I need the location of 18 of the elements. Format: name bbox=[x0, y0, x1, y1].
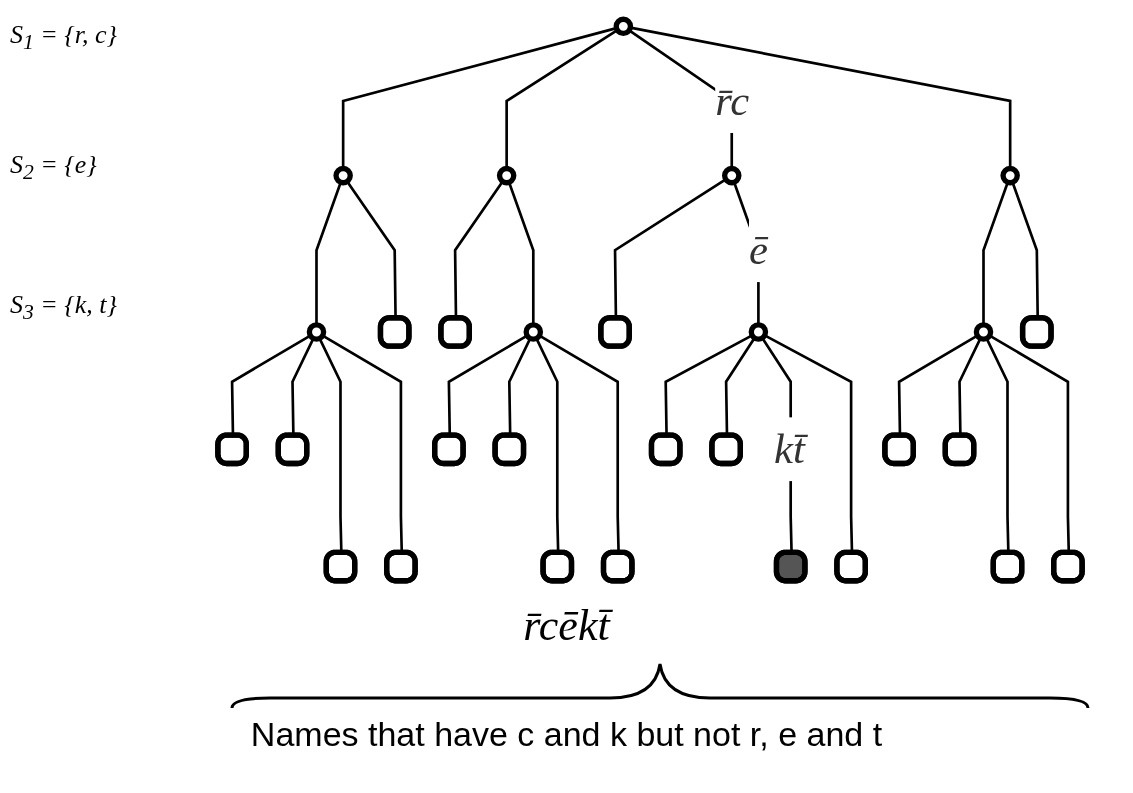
node-circle bbox=[333, 165, 353, 186]
note-text: Names that have c and k but not r, e and t bbox=[250, 715, 883, 753]
node-circle bbox=[523, 322, 544, 342]
node-circle bbox=[973, 322, 994, 342]
node-circle bbox=[1000, 165, 1020, 186]
connector bbox=[505, 29, 619, 169]
edge-label: r̄c bbox=[715, 77, 750, 125]
set-label: S$_{1}$ = {r, c} bbox=[10, 20, 117, 56]
node-circle bbox=[721, 165, 742, 186]
node-circle bbox=[306, 322, 327, 342]
connector bbox=[341, 26, 617, 169]
edge-label: ē bbox=[748, 227, 768, 274]
node-circle bbox=[613, 16, 634, 37]
set-label: S$_{2}$ = {e} bbox=[10, 150, 97, 186]
edge-label: kt̄ bbox=[774, 426, 805, 473]
set-label: S$_{3}$ = {k, t} bbox=[10, 290, 117, 326]
node-circle bbox=[748, 322, 769, 342]
node-circle bbox=[496, 165, 517, 186]
